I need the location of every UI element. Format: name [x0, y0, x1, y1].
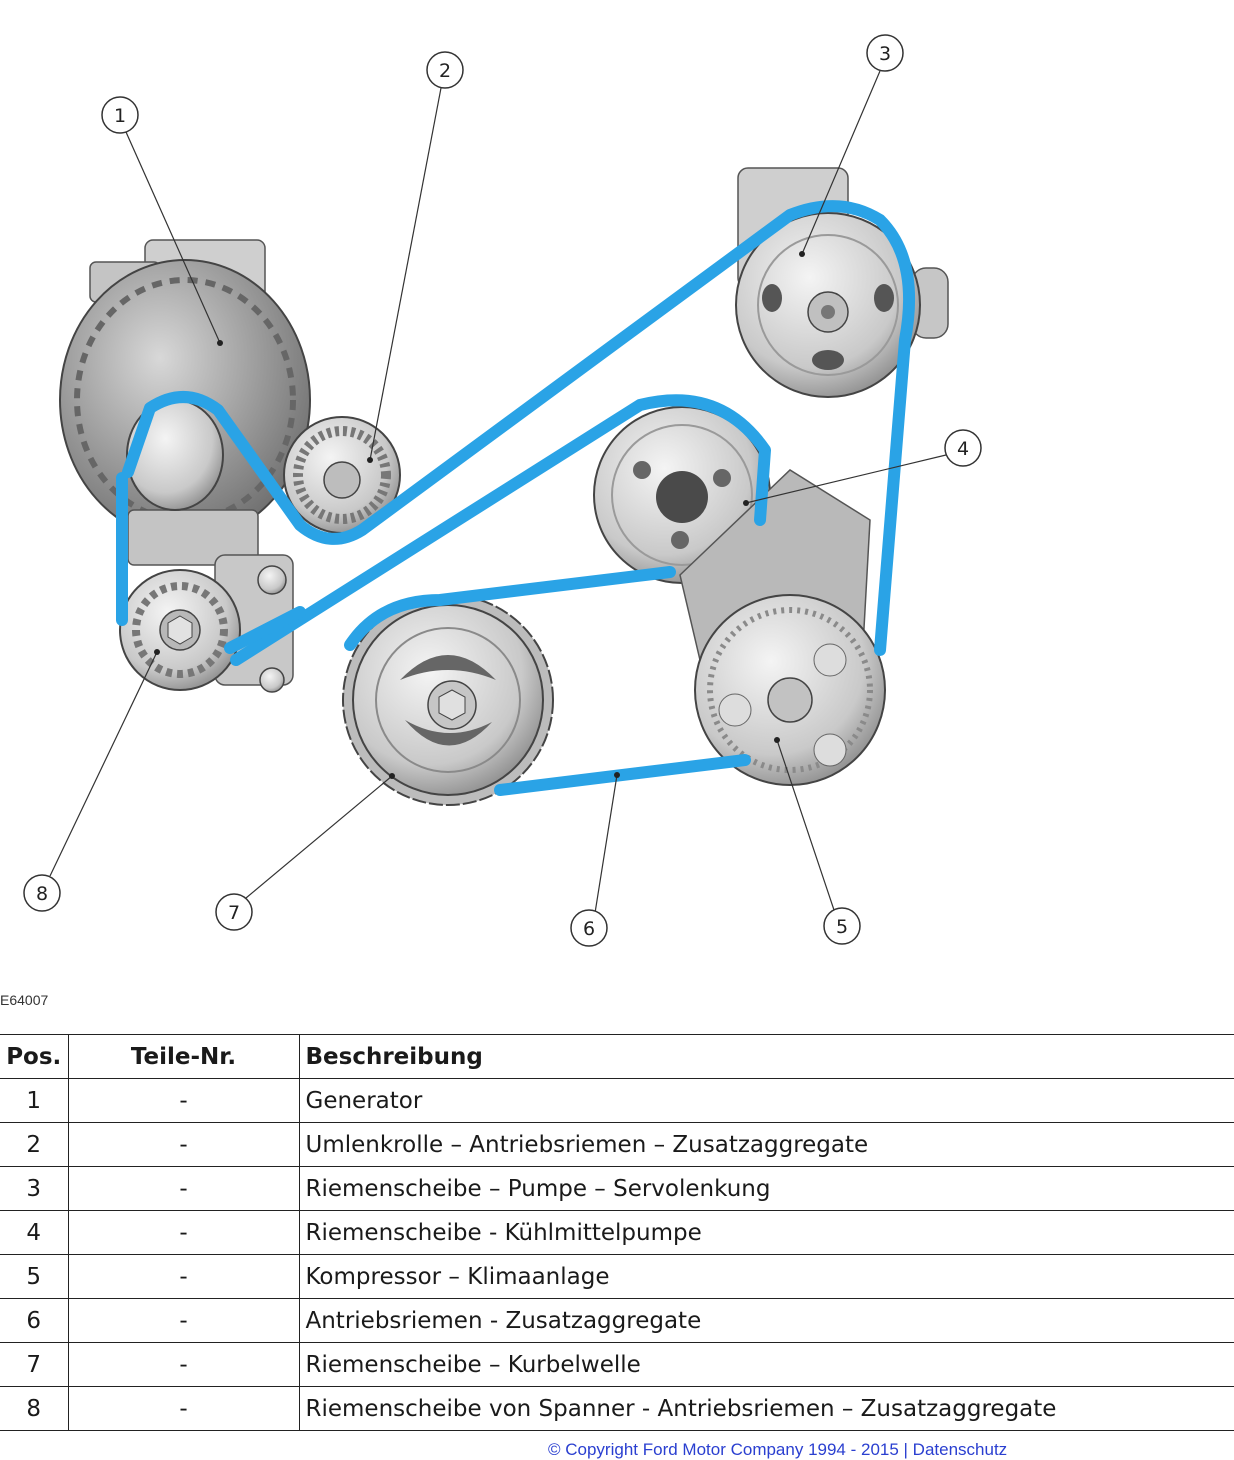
cell-description: Riemenscheibe von Spanner - Antriebsriem… [298, 1386, 1234, 1431]
callout-7: 7 [215, 893, 253, 931]
cell-part-no: - [67, 1166, 300, 1211]
cell-part-no: - [67, 1298, 300, 1343]
table-row: 1-Generator [0, 1078, 1234, 1123]
leader-lines [49, 70, 947, 914]
power-steering-pump-part [735, 167, 949, 398]
cell-pos: 1 [0, 1078, 69, 1123]
cell-description: Antriebsriemen - Zusatzaggregate [298, 1298, 1234, 1343]
table-row: 2-Umlenkrolle – Antriebsriemen – Zusatza… [0, 1122, 1234, 1167]
table-row: 6-Antriebsriemen - Zusatzaggregate [0, 1298, 1234, 1343]
callout-number: 6 [583, 918, 595, 940]
callout-circle [215, 893, 253, 931]
callout-8: 8 [23, 874, 61, 912]
cell-pos: 3 [0, 1166, 69, 1211]
cell-part-no: - [67, 1122, 300, 1167]
cell-part-no: - [67, 1078, 300, 1123]
crankshaft-pulley-part [342, 594, 554, 806]
callout-circle [944, 429, 982, 467]
cell-description: Generator [298, 1078, 1234, 1123]
cell-description: Umlenkrolle – Antriebsriemen – Zusatzagg… [298, 1122, 1234, 1167]
cell-pos: 6 [0, 1298, 69, 1343]
idler-pulley-part [283, 416, 401, 534]
table-row: 4-Riemenscheibe - Kühlmittelpumpe [0, 1210, 1234, 1255]
tensioner-part [119, 554, 294, 693]
callout-number: 2 [439, 60, 451, 82]
table-row: 8-Riemenscheibe von Spanner - Antriebsri… [0, 1386, 1234, 1431]
table-header-row: Pos. Teile-Nr. Beschreibung [0, 1034, 1234, 1079]
callout-number: 7 [228, 902, 240, 924]
cell-pos: 8 [0, 1386, 69, 1431]
cell-pos: 4 [0, 1210, 69, 1255]
callout-number: 3 [879, 43, 891, 65]
leader-dots [154, 251, 805, 779]
figure-id: E64007 [0, 992, 49, 1008]
callout-circle [570, 909, 608, 947]
cell-part-no: - [67, 1210, 300, 1255]
belt-drive-diagram: 1 2 3 4 5 6 7 8 [23, 34, 982, 947]
cell-description: Kompressor – Klimaanlage [298, 1254, 1234, 1299]
ac-compressor-part [679, 469, 886, 786]
cell-part-no: - [67, 1342, 300, 1387]
cell-part-no: - [67, 1254, 300, 1299]
cell-part-no: - [67, 1386, 300, 1431]
cell-pos: 7 [0, 1342, 69, 1387]
callout-1: 1 [101, 96, 139, 134]
header-pos: Pos. [0, 1034, 69, 1079]
header-description: Beschreibung [298, 1034, 1234, 1079]
callout-number: 5 [836, 916, 848, 938]
callout-number: 8 [36, 883, 48, 905]
callout-number: 4 [957, 438, 969, 460]
callout-circle [101, 96, 139, 134]
callout-4: 4 [944, 429, 982, 467]
table-row: 5-Kompressor – Klimaanlage [0, 1254, 1234, 1299]
copyright-footer[interactable]: © Copyright Ford Motor Company 1994 - 20… [548, 1440, 1008, 1459]
callout-circle [426, 51, 464, 89]
cell-description: Riemenscheibe - Kühlmittelpumpe [298, 1210, 1234, 1255]
callout-3: 3 [866, 34, 904, 72]
table-row: 7-Riemenscheibe – Kurbelwelle [0, 1342, 1234, 1387]
callout-circle [823, 907, 861, 945]
header-part-no: Teile-Nr. [67, 1034, 300, 1079]
callout-2: 2 [426, 51, 464, 89]
callout-number: 1 [114, 105, 126, 127]
cell-description: Riemenscheibe – Pumpe – Servolenkung [298, 1166, 1234, 1211]
callouts: 1 2 3 4 5 6 7 8 [23, 34, 982, 947]
cell-description: Riemenscheibe – Kurbelwelle [298, 1342, 1234, 1387]
table-row: 3-Riemenscheibe – Pumpe – Servolenkung [0, 1166, 1234, 1211]
callout-circle [23, 874, 61, 912]
callout-5: 5 [823, 907, 861, 945]
cell-pos: 5 [0, 1254, 69, 1299]
callout-circle [866, 34, 904, 72]
drive-belt-part [116, 200, 916, 796]
cell-pos: 2 [0, 1122, 69, 1167]
callout-6: 6 [570, 909, 608, 947]
